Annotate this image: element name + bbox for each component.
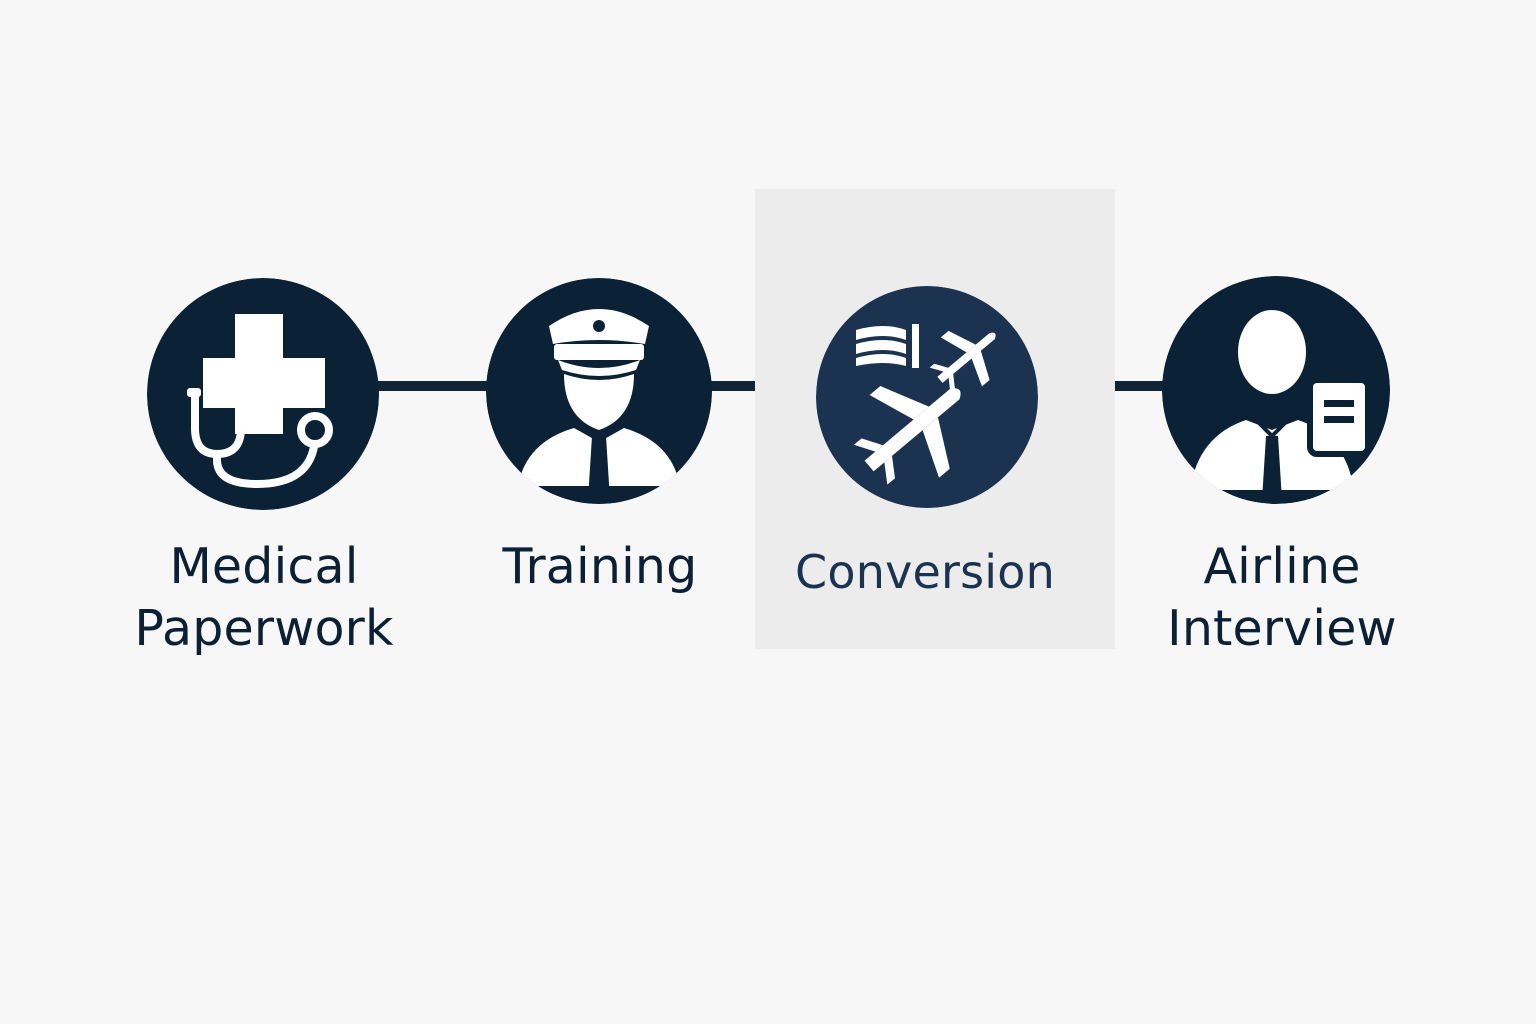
pilot-icon	[486, 278, 712, 504]
step-label-line: Training	[502, 538, 698, 595]
interview-candidate-document-icon	[1162, 276, 1390, 504]
step-label-line: Paperwork	[134, 600, 394, 657]
step-label-line: Airline	[1203, 538, 1361, 595]
step-label-line: Medical	[169, 538, 359, 595]
step-label-airline-interview: Airline Interview	[1140, 536, 1424, 660]
flag-airplanes-icon	[816, 286, 1038, 508]
step-label-medical-paperwork: Medical Paperwork	[112, 536, 416, 660]
step-label-conversion: Conversion	[770, 541, 1080, 603]
step-label-line: Interview	[1167, 600, 1397, 657]
medical-cross-stethoscope-icon	[147, 278, 379, 510]
step-label-line: Conversion	[795, 545, 1055, 599]
step-label-training: Training	[460, 536, 740, 598]
